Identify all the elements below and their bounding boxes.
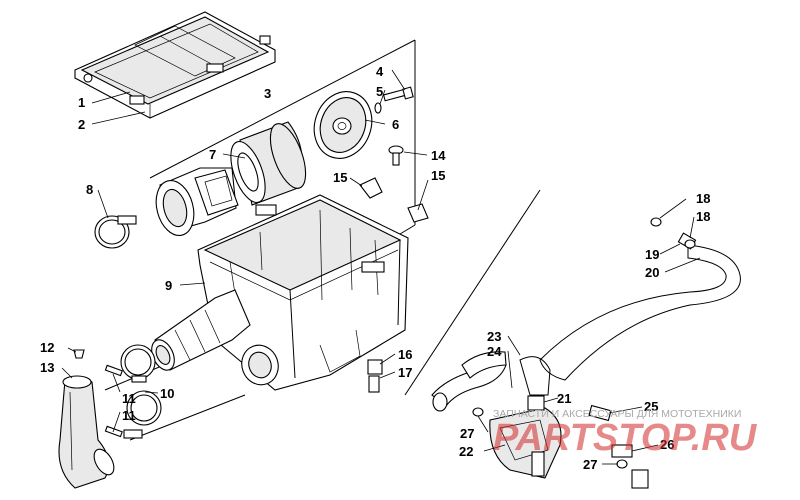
clip-18-lower [684,239,696,249]
screw-11-upper [104,364,123,377]
callout-4: 4 [376,64,384,79]
filter-end-plate [313,91,373,159]
callout-9: 9 [165,278,172,293]
callout-18a: 18 [696,191,710,206]
callout-6: 6 [392,117,399,132]
clip-18-upper [650,217,662,227]
filter-cage [155,167,239,236]
watermark-logo: PARTSTOP.RU [493,417,758,459]
airbox-cover [74,11,276,119]
callout-2: 2 [78,117,85,132]
callout-7: 7 [209,147,216,162]
callout-15a: 15 [333,170,347,185]
callout-1: 1 [78,95,85,110]
clamp-10-upper [120,344,156,383]
clip-12 [73,349,85,359]
callout-21: 21 [557,391,571,406]
callout-3: 3 [264,86,271,101]
breather-hose [431,351,507,412]
callout-8: 8 [86,182,93,197]
callout-22: 22 [459,444,473,459]
catch-tank [489,395,562,479]
leader-lines [61,69,701,465]
foam-filter-element [230,121,307,206]
clip-15-right [407,203,429,223]
airbox-body [197,194,409,391]
callout-19: 19 [645,247,659,262]
callout-10: 10 [160,386,174,401]
screw-14 [388,145,404,166]
callout-20: 20 [645,265,659,280]
callout-27a: 27 [460,426,474,441]
intake-duct [151,289,251,371]
callout-17: 17 [398,365,412,380]
watermark-tagline: ЗАПЧАСТИ И АКСЕССУАРЫ ДЛЯ МОТОТЕХНИКИ [493,408,741,420]
drain-fitting [367,359,383,393]
clip-27-left [472,407,484,417]
fitting-25 [588,404,612,422]
callout-labels: 1 2 3 4 5 6 7 8 9 10 11 11 12 13 14 15 1… [40,64,710,472]
callout-23: 23 [487,329,501,344]
clip-27-right [616,459,628,469]
callout-15b: 15 [431,168,445,183]
inlet-boot [58,375,115,489]
callout-27b: 27 [583,457,597,472]
screw-11-lower [104,425,123,438]
callout-16: 16 [398,347,412,362]
callout-12: 12 [40,340,54,355]
callout-26: 26 [660,437,674,452]
callout-14: 14 [431,148,446,163]
callout-13: 13 [40,360,54,375]
clamp-10-lower [123,390,162,439]
callout-24: 24 [487,344,502,359]
callout-18b: 18 [696,209,710,224]
drain-plug [631,469,649,489]
bolt-and-washer [374,86,414,114]
vent-hose [519,244,741,396]
callout-25: 25 [644,399,658,414]
callout-11a: 11 [122,391,136,406]
watermark: ЗАПЧАСТИ И АКСЕССУАРЫ ДЛЯ МОТОТЕХНИКИ PA… [493,408,758,459]
outlet-port [241,344,279,386]
callout-11b: 11 [122,408,136,423]
clamp-8 [94,215,137,249]
clip-15-left [359,177,383,199]
callout-5: 5 [376,84,383,99]
